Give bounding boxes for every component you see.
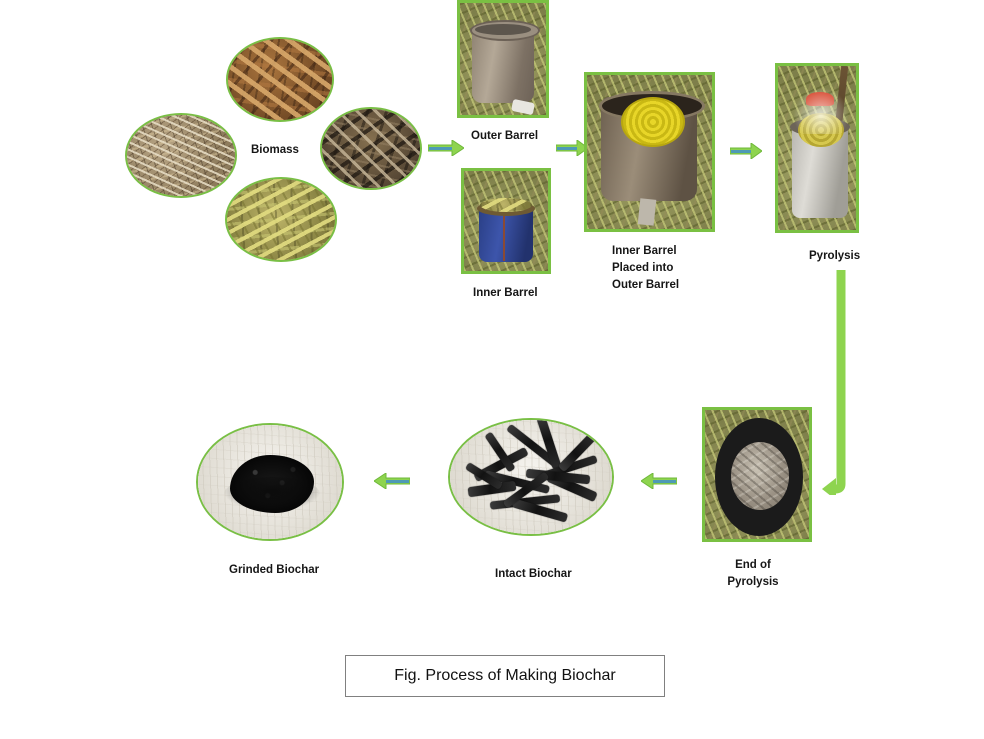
photo-inner-barrel: [461, 168, 551, 274]
straw-texture: [127, 115, 235, 196]
label-grinded-biochar: Grinded Biochar: [229, 564, 320, 576]
photo-pyrolysis: [775, 63, 859, 233]
photo-biomass-straw: [125, 113, 237, 198]
stalk-texture: [227, 179, 335, 260]
arrow-assembly-to-pyrolysis: [730, 143, 762, 159]
label-biomass: Biomass: [251, 144, 299, 156]
label-pyrolysis: Pyrolysis: [809, 250, 861, 262]
label-intact-biochar: Intact Biochar: [495, 568, 572, 580]
photo-outer-barrel: [457, 0, 549, 118]
inner-barrel-contents: [480, 198, 532, 212]
label-end-of-pyrolysis: End of Pyrolysis: [727, 559, 779, 588]
biochar-powder-edge: [224, 477, 320, 511]
pyrolysis-smoke: [794, 88, 848, 134]
inner-barrel-body: [479, 207, 533, 262]
inner-barrel-seam: [503, 209, 505, 261]
arrow-biomass-to-barrels: [428, 140, 464, 156]
woodchip-texture: [228, 39, 332, 120]
arrow-intact-to-grinded: [374, 473, 410, 489]
photo-grinded-biochar: [196, 423, 344, 541]
end-barrel-ash: [731, 442, 789, 510]
shaving-texture: [322, 109, 420, 188]
photo-biomass-shavings: [320, 107, 422, 190]
figure-caption-box: Fig. Process of Making Biochar: [345, 655, 665, 697]
photo-biomass-stalks: [225, 177, 337, 262]
arrow-end-to-intact: [641, 473, 677, 489]
arrow-barrels-to-assembly: [556, 140, 588, 156]
assembly-leg: [637, 198, 657, 226]
photo-intact-biochar: [448, 418, 614, 536]
photo-inner-placed-into-outer: [584, 72, 715, 232]
arrow-pyrolysis-to-end: [820, 270, 860, 500]
label-inner-barrel: Inner Barrel: [473, 287, 538, 299]
outer-barrel-interior: [475, 24, 531, 35]
label-inner-placed-into-outer: Inner Barrel Placed into Outer Barrel: [612, 245, 680, 291]
photo-biomass-woodchips: [226, 37, 334, 122]
label-outer-barrel: Outer Barrel: [471, 130, 539, 142]
assembly-yellow-lid: [621, 97, 685, 147]
figure-caption-text: Fig. Process of Making Biochar: [394, 667, 616, 684]
end-barrel-ash-texture: [731, 442, 789, 510]
photo-end-of-pyrolysis: [702, 407, 812, 542]
